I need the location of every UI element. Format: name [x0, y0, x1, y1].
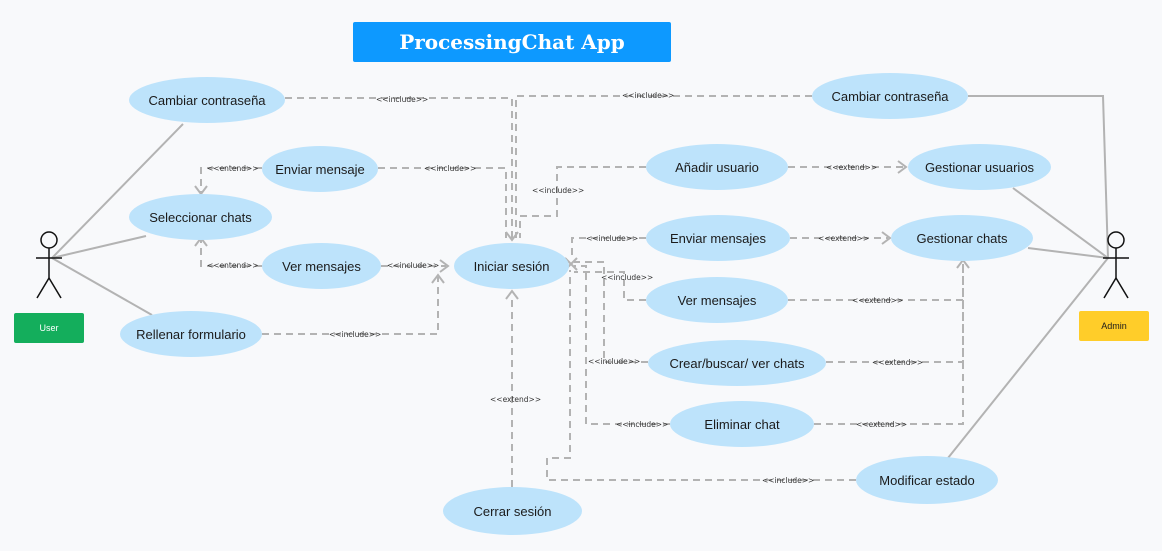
relation-label: <<entend>>	[207, 261, 259, 270]
link-modificar-include	[546, 270, 856, 481]
relation-label: <<include>>	[329, 330, 381, 339]
arrowhead	[897, 160, 908, 174]
arrowhead	[881, 231, 892, 245]
use-case-anadir-usuario: Añadir usuario	[646, 144, 788, 190]
link-cambiar-admin-include	[515, 95, 812, 238]
link-anadir-include	[519, 166, 646, 238]
link-eliminar-extend	[814, 262, 964, 425]
link-ver-entend	[200, 240, 262, 267]
user-actor-figure	[36, 231, 62, 299]
link-ver-mensajes-admin-include	[574, 271, 646, 301]
link-crear-include	[574, 261, 648, 363]
user-association-cambiar	[51, 123, 184, 259]
relation-label: <<extend>>	[872, 358, 923, 367]
use-case-eliminar-chat: Eliminar chat	[670, 401, 814, 447]
admin-association-gestionar-usuarios	[1012, 187, 1109, 259]
use-case-ver-mensajes-user: Ver mensajes	[262, 243, 381, 289]
relation-label: <<include>>	[376, 95, 428, 104]
arrowhead	[439, 259, 450, 273]
user-actor-label: User	[14, 313, 84, 343]
use-case-enviar-mensajes: Enviar mensajes	[646, 215, 790, 261]
link-cambiar-user-include	[285, 97, 513, 238]
use-case-ver-mensajes-admin: Ver mensajes	[646, 277, 788, 323]
use-case-crear-buscar-ver-chats: Crear/buscar/ ver chats	[648, 340, 826, 386]
use-case-gestionar-chats: Gestionar chats	[891, 215, 1033, 261]
relation-label: <<include>>	[588, 357, 640, 366]
relation-label: <<extend>>	[818, 234, 869, 243]
admin-association-cambiar	[968, 95, 1109, 259]
use-case-cerrar-sesion: Cerrar sesión	[443, 487, 582, 535]
use-case-seleccionar-chats: Seleccionar chats	[129, 194, 272, 240]
link-crear-extend	[826, 262, 964, 363]
user-association-rellenar	[51, 257, 153, 316]
admin-actor-label: Admin	[1079, 311, 1149, 341]
use-case-modificar-estado: Modificar estado	[856, 456, 998, 504]
use-case-gestionar-usuarios: Gestionar usuarios	[908, 144, 1051, 190]
relation-label: <<extend>>	[826, 163, 877, 172]
relation-label: <<include>>	[601, 273, 653, 282]
link-enviar-mensajes-include	[571, 237, 646, 258]
user-association-seleccionar	[51, 235, 147, 259]
arrowhead	[431, 273, 445, 284]
use-case-iniciar-sesion: Iniciar sesión	[454, 243, 569, 289]
relation-label: <<include>>	[532, 186, 584, 195]
link-eliminar-include	[574, 265, 670, 425]
link-enviar-mensaje-include	[378, 167, 507, 238]
relation-label: <<include>>	[762, 476, 814, 485]
relation-label: <<extend>>	[856, 420, 907, 429]
relation-label: <<extend>>	[852, 296, 903, 305]
admin-association-modificar	[947, 257, 1109, 459]
relation-label: <<include>>	[387, 261, 439, 270]
relation-label: <<include>>	[616, 420, 668, 429]
admin-association-gestionar-chats	[1027, 247, 1109, 259]
relation-label: <<extend>>	[490, 395, 541, 404]
relation-label: <<include>>	[424, 164, 476, 173]
arrowhead	[505, 289, 519, 300]
use-case-rellenar-formulario: Rellenar formulario	[120, 311, 262, 357]
admin-actor-figure	[1103, 231, 1129, 299]
diagram-title: ProcessingChat App	[353, 22, 671, 62]
arrowhead	[194, 185, 208, 196]
relation-label: <<include>>	[622, 91, 674, 100]
arrowhead	[505, 231, 519, 242]
use-case-enviar-mensaje: Enviar mensaje	[262, 146, 378, 192]
relation-label: <<entend>>	[207, 164, 259, 173]
relation-label: <<include>>	[586, 234, 638, 243]
use-case-cambiar-contrasena-admin: Cambiar contraseña	[812, 73, 968, 119]
link-ver-mensajes-admin-extend	[788, 262, 964, 301]
link-enviar-entend	[200, 167, 262, 192]
use-case-cambiar-contrasena-user: Cambiar contraseña	[129, 77, 285, 123]
